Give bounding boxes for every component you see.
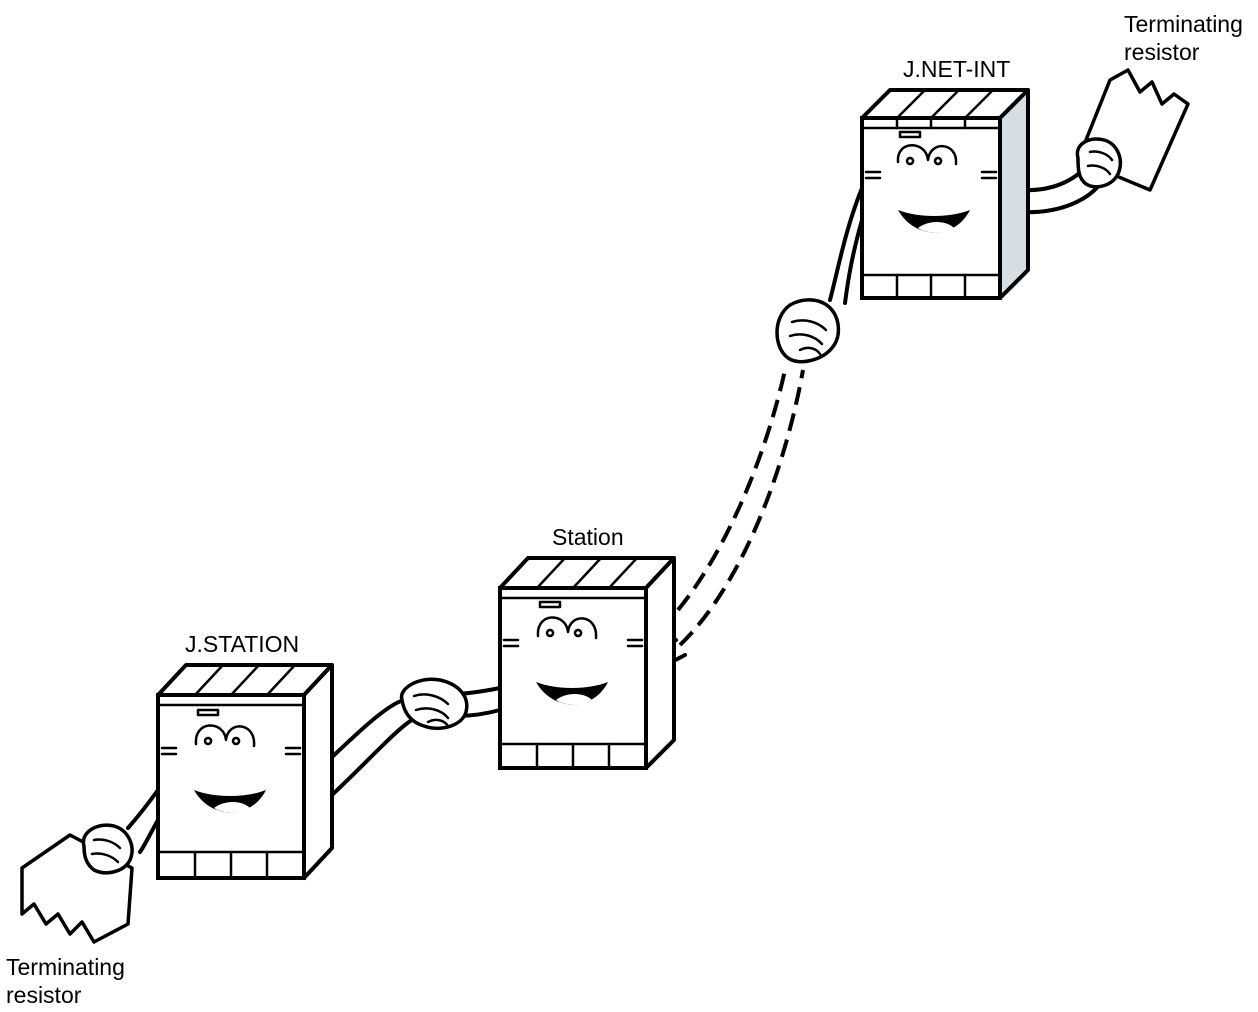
jstation-side bbox=[304, 665, 332, 878]
handshake-middle bbox=[402, 679, 467, 728]
label-jnet-int: J.NET-INT bbox=[903, 56, 1010, 82]
dashed-cable-right bbox=[680, 370, 803, 645]
terminating-resistor-top bbox=[1077, 70, 1188, 190]
jnet-int-front bbox=[862, 118, 1000, 298]
jnet-int-side bbox=[1000, 90, 1028, 298]
jstation-left-arm-inner bbox=[140, 820, 158, 852]
label-terminator-bottom-line2: resistor bbox=[6, 982, 82, 1008]
label-terminator-top-line2: resistor bbox=[1124, 39, 1200, 65]
station-front bbox=[500, 588, 646, 768]
label-terminator-top-line1: Terminating bbox=[1124, 11, 1243, 37]
station-module bbox=[500, 558, 674, 768]
jstation-left-arm bbox=[128, 790, 158, 828]
label-station: Station bbox=[552, 524, 624, 550]
label-jstation: J.STATION bbox=[185, 631, 299, 657]
handshake-top bbox=[777, 300, 838, 362]
jnet-int-module bbox=[862, 90, 1028, 298]
jstation-front bbox=[158, 695, 304, 878]
terminating-resistor-bottom bbox=[22, 825, 132, 942]
jstation-module bbox=[158, 665, 332, 878]
label-terminator-bottom-line1: Terminating bbox=[6, 954, 125, 980]
station-side bbox=[646, 558, 674, 768]
